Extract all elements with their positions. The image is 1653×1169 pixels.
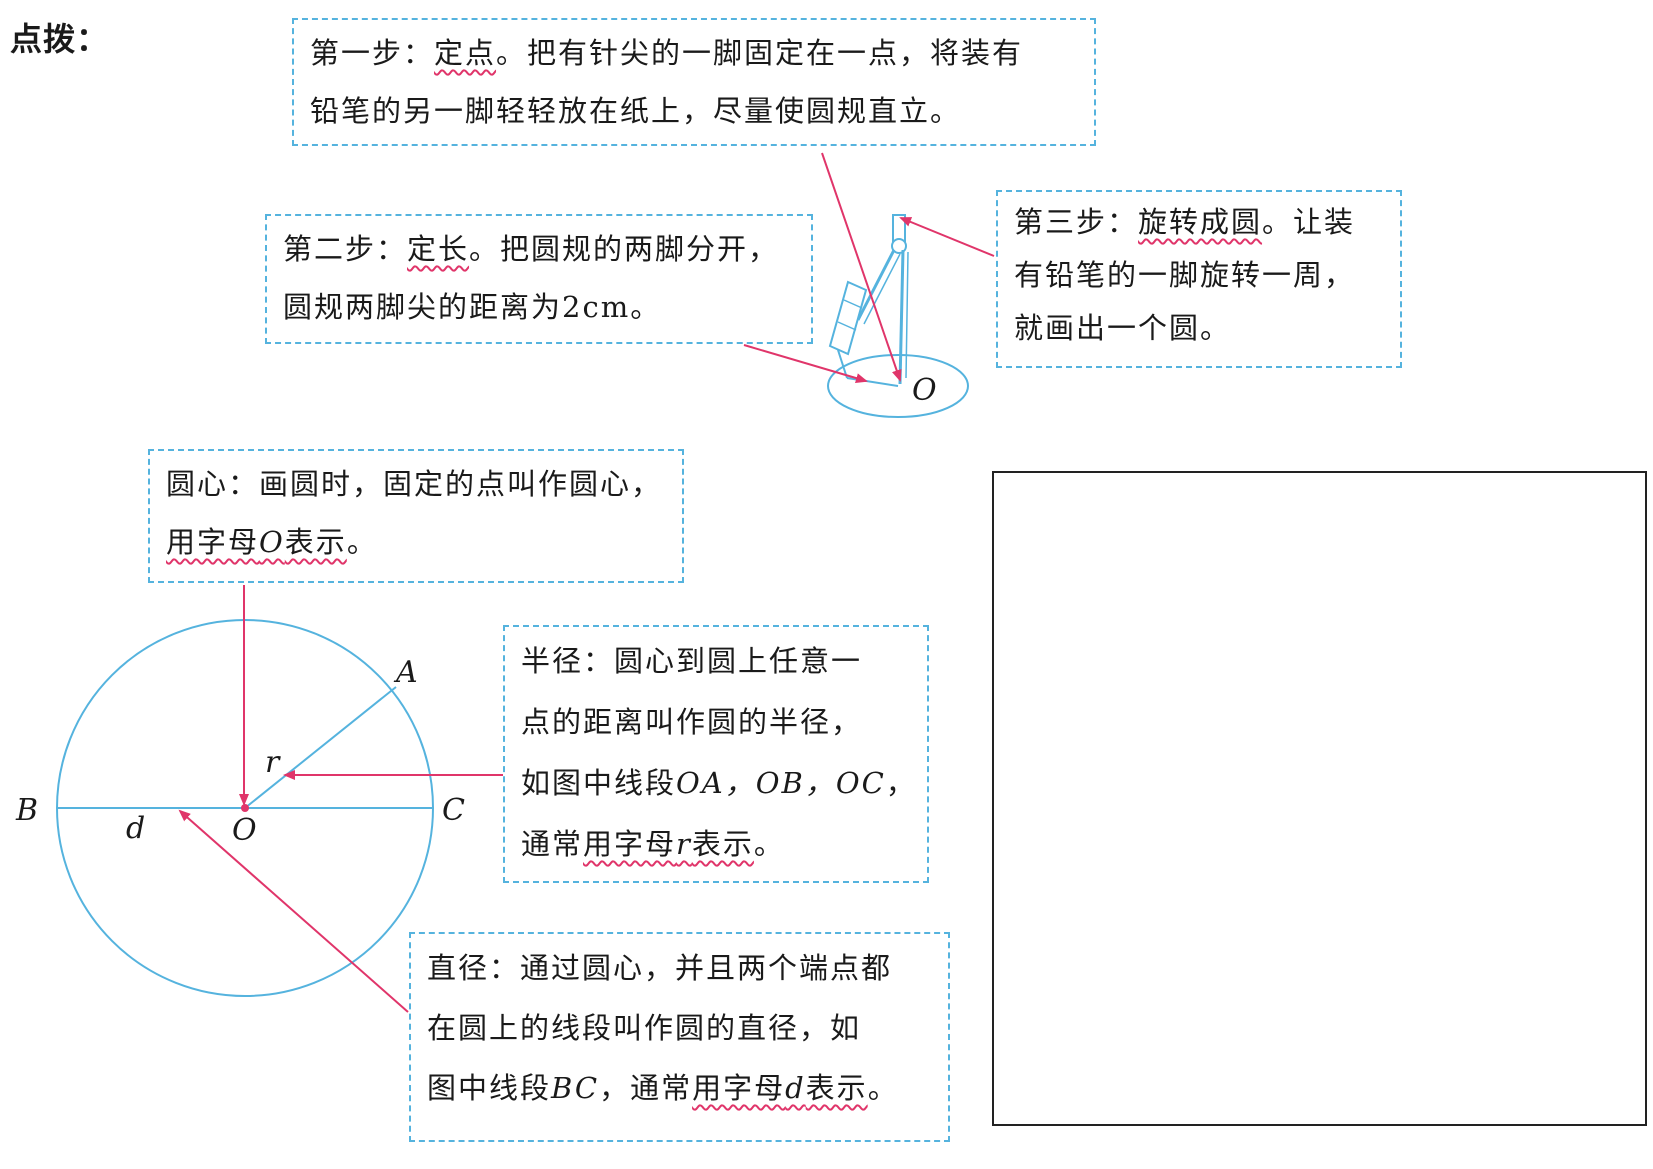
radius-segments: OA，OB，OC — [676, 766, 886, 800]
diameter-key-a: 用字母 — [692, 1071, 786, 1105]
point-a-label: A — [393, 655, 418, 690]
center-key: 用字母O表示 — [166, 525, 347, 559]
point-o-label: O — [232, 813, 257, 848]
compass-pencil-leg-inner — [863, 253, 901, 325]
point-b-label: B — [15, 793, 38, 828]
radius-key-a: 用字母 — [583, 827, 677, 861]
radius-line4-a: 通常 — [521, 827, 584, 861]
center-point — [241, 804, 249, 812]
step2-note: 第二步：定长。把圆规的两脚分开， 圆规两脚尖的距离为2cm。 — [265, 214, 813, 344]
step2-line1: 第二步：定长。把圆规的两脚分开， — [283, 220, 795, 278]
step1-key: 定点 — [434, 36, 497, 70]
compass-radius-line — [846, 377, 899, 387]
step2-key: 定长 — [407, 232, 470, 266]
step2-arrow — [743, 344, 868, 383]
step3-note: 第三步：旋转成圆。让装 有铅笔的一脚旋转一周， 就画出一个圆。 — [996, 190, 1402, 368]
circle-figure: A B C O r d — [15, 619, 465, 997]
compass-pencil-clamp2 — [837, 321, 857, 331]
diameter-arrow — [178, 809, 409, 1013]
radius-line2: 点的距离叫作圆的半径， — [521, 705, 863, 739]
radius-line4: 通常用字母r表示。 — [521, 814, 911, 875]
step1-prefix: 第一步： — [310, 36, 435, 70]
compass-hinge — [891, 238, 907, 254]
radius-key-letter: r — [676, 827, 692, 861]
step1-rest: 。把有针尖的一脚固定在一点，将装有 — [496, 36, 1024, 70]
radius-r-label: r — [265, 745, 281, 780]
step1-line1: 第一步：定点。把有针尖的一脚固定在一点，将装有 — [310, 24, 1078, 82]
center-key-b: 表示 — [284, 525, 347, 559]
step3-line1: 第三步：旋转成圆。让装 — [1014, 196, 1384, 249]
step2-rest: 。把圆规的两脚分开， — [469, 232, 780, 266]
step2-prefix: 第二步： — [283, 232, 408, 266]
step2-line2: 圆规两脚尖的距离为2cm。 — [283, 290, 662, 324]
compass-icon: O — [827, 214, 969, 418]
diameter-end: 。 — [867, 1071, 899, 1105]
center-key-a: 用字母 — [166, 525, 260, 559]
diameter-line3-c: ，通常 — [599, 1071, 693, 1105]
diameter-line3-a: 图中线段 — [427, 1071, 552, 1105]
diameter-line3: 图中线段BC，通常用字母d表示。 — [427, 1058, 932, 1118]
compass-needle-leg — [898, 249, 905, 385]
radius-key: 用字母r表示 — [583, 827, 754, 861]
heading: 点拨： — [10, 20, 110, 58]
compass-center-label: O — [912, 373, 937, 408]
radius-note: 半径：圆心到圆上任意一 点的距离叫作圆的半径， 如图中线段OA，OB，OC， 通… — [503, 625, 929, 883]
step1-note: 第一步：定点。把有针尖的一脚固定在一点，将装有 铅笔的另一脚轻轻放在纸上，尽量使… — [292, 18, 1096, 146]
radius-key-b: 表示 — [691, 827, 754, 861]
center-key-letter: O — [259, 525, 285, 559]
radius-end: 。 — [753, 827, 785, 861]
diameter-key-letter: d — [785, 1071, 806, 1105]
diameter-key-b: 表示 — [805, 1071, 868, 1105]
step3-arrow — [899, 217, 995, 257]
step1-line2: 铅笔的另一脚轻轻放在纸上，尽量使圆规直立。 — [310, 94, 962, 128]
step3-line2: 有铅笔的一脚旋转一周， — [1014, 258, 1356, 292]
compass-pencil-holder — [828, 280, 868, 356]
point-c-label: C — [442, 793, 465, 828]
answer-box — [992, 471, 1647, 1126]
step1-arrow — [821, 152, 902, 382]
radius-line1: 半径：圆心到圆上任意一 — [521, 644, 863, 678]
diameter-key: 用字母d表示 — [692, 1071, 868, 1105]
compass-pencil-clamp1 — [843, 299, 863, 309]
step3-key: 旋转成圆 — [1138, 205, 1263, 239]
radius-line3-a: 如图中线段 — [521, 766, 677, 800]
center-end: 。 — [346, 525, 378, 559]
step3-line3: 就画出一个圆。 — [1014, 311, 1232, 345]
radius-line3-c: ， — [885, 766, 917, 800]
step3-rest: 。让装 — [1262, 205, 1356, 239]
diameter-line2: 在圆上的线段叫作圆的直径，如 — [427, 1011, 862, 1045]
compass-pencil-leg — [856, 249, 896, 321]
diameter-d-label: d — [126, 811, 145, 846]
center-line2: 用字母O表示。 — [166, 513, 666, 571]
diameter-line1: 直径：通过圆心，并且两个端点都 — [427, 951, 893, 985]
diameter-segment: BC — [551, 1071, 600, 1105]
radius-line3: 如图中线段OA，OB，OC， — [521, 753, 915, 814]
radius-oa — [244, 686, 397, 809]
compass-base-ellipse — [827, 354, 969, 418]
diameter-note: 直径：通过圆心，并且两个端点都 在圆上的线段叫作圆的直径，如 图中线段BC，通常… — [409, 932, 950, 1142]
compass-pencil-tip — [837, 349, 848, 379]
compass-needle-leg-inner — [905, 251, 909, 379]
center-note: 圆心：画圆时，固定的点叫作圆心， 用字母O表示。 — [148, 449, 684, 583]
step3-prefix: 第三步： — [1014, 205, 1139, 239]
center-line1: 圆心：画圆时，固定的点叫作圆心， — [166, 467, 663, 501]
